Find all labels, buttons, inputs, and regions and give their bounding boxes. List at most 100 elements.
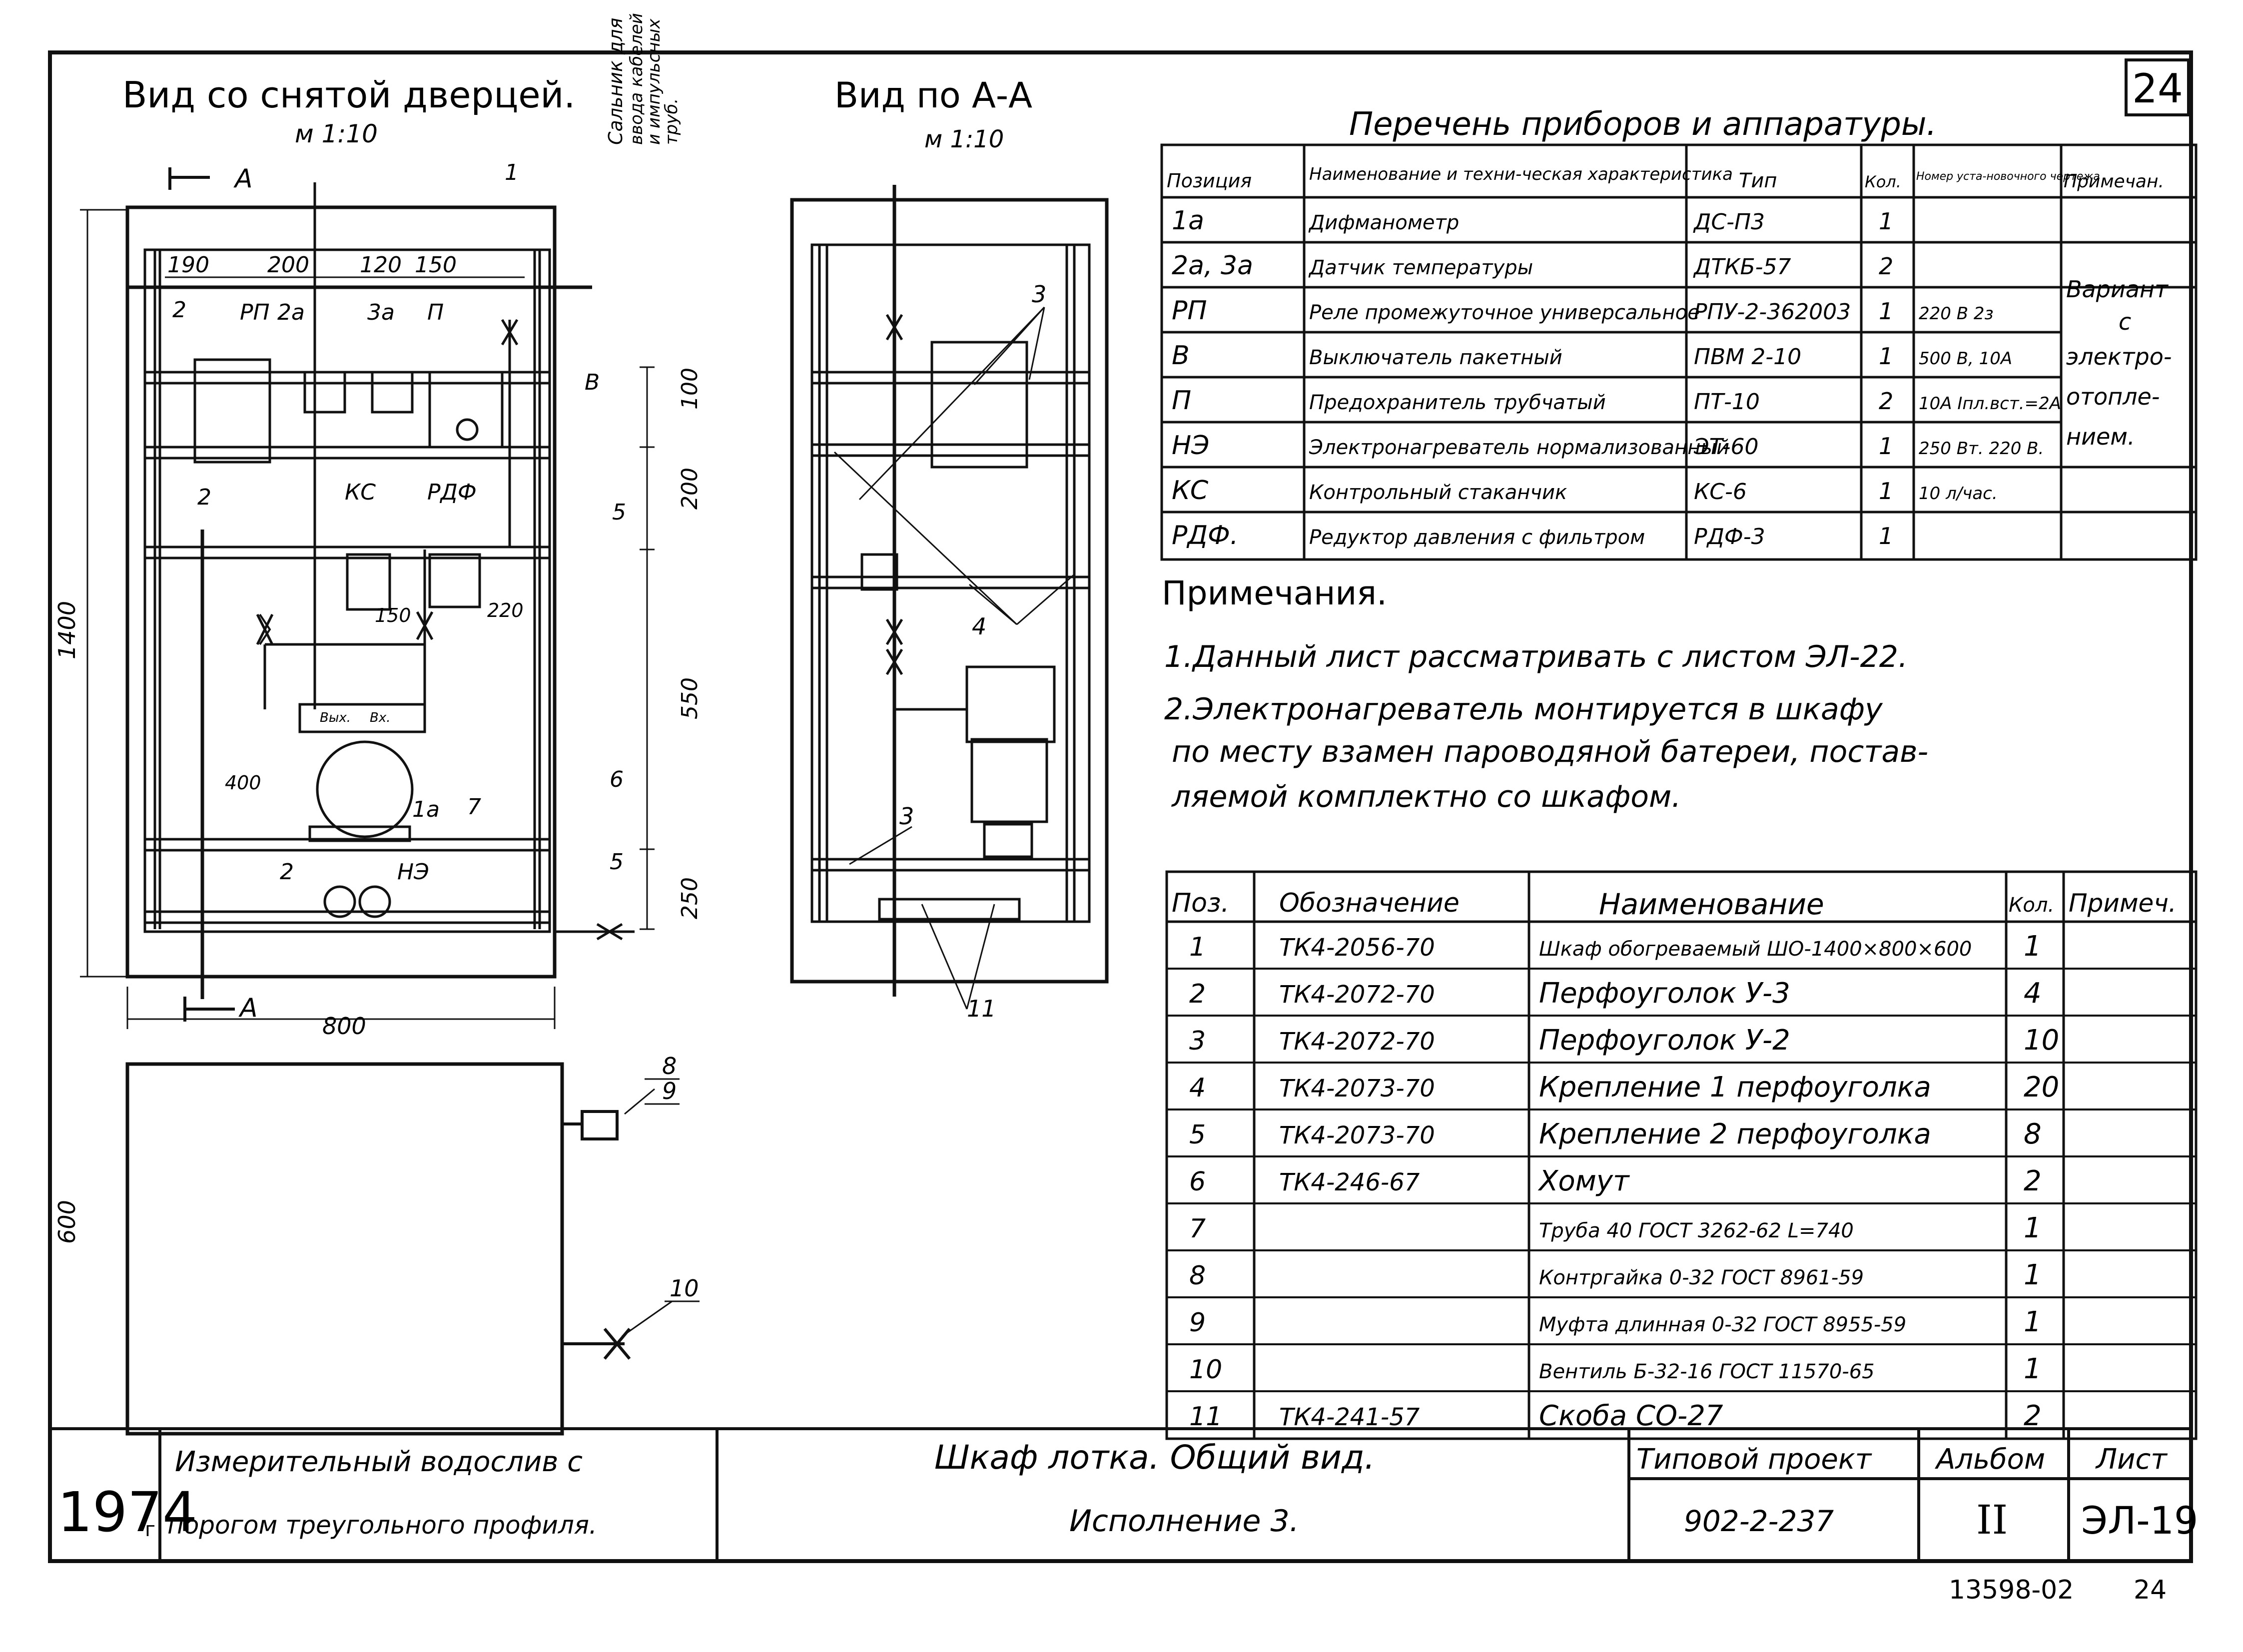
spec-cell-name: Труба 40 ГОСТ 3262-62 L=740	[1539, 1219, 1854, 1242]
main-view-title: Вид со снятой дверцей.	[122, 74, 575, 116]
spec-cell-code: ТК4-2073-70	[1279, 1121, 1435, 1149]
spec-h-pos: Поз.	[1172, 888, 1229, 918]
tb-year-suffix: г	[145, 1518, 155, 1541]
instr-cell-type: РДФ-3	[1694, 524, 1765, 550]
label-v: В	[585, 370, 600, 395]
spec-cell-pos: 5	[1189, 1120, 1206, 1150]
spec-cell-pos: 1	[1189, 932, 1206, 962]
door-label-9: 9	[662, 1078, 677, 1104]
spec-cell-pos: 11	[1189, 1402, 1222, 1432]
sensor-3a	[371, 371, 414, 414]
spec-cell-code: ТК4-2072-70	[1279, 981, 1435, 1009]
title-block: 1974 г Измерительный водослив с порогом …	[50, 1427, 2198, 1563]
instr-cell-type: ДТКБ-57	[1693, 254, 1791, 280]
label-vkh: Вх.	[370, 710, 391, 725]
spec-cell-name: Хомут	[1537, 1165, 1630, 1197]
instr-cell-pos: П	[1172, 386, 1191, 416]
instr-cell-pos: НЭ	[1172, 431, 1209, 461]
instr-cell-type: ПВМ 2-10	[1694, 344, 1801, 370]
instr-cell-type: ЭТ-60	[1693, 434, 1758, 460]
instr-cell-name: Контрольный стаканчик	[1309, 481, 1567, 504]
tb-drawing-title: Шкаф лотка. Общий вид.	[934, 1438, 1375, 1477]
instr-cell-type: РПУ-2-362003	[1694, 299, 1851, 325]
instr-cell-qty: 1	[1879, 433, 1893, 460]
reducer-rdf	[428, 553, 481, 608]
spec-cell-name: Контргайка 0-32 ГОСТ 8961-59	[1539, 1266, 1864, 1289]
shelf-upper-2	[143, 446, 551, 460]
spec-cell-code: ТК4-2056-70	[1279, 934, 1435, 962]
label-rp: РП	[240, 300, 270, 325]
tb-object-line2: порогом треугольного профиля.	[167, 1511, 597, 1540]
instr-cell-name: Датчик температуры	[1308, 256, 1533, 279]
instr-cell-qty: 2	[1879, 253, 1893, 280]
gland-note-2: ввода кабелей	[627, 13, 647, 145]
instr-cell-qty: 1	[1879, 343, 1893, 370]
spec-cell-code: ТК4-2072-70	[1279, 1028, 1435, 1056]
spec-h-code: Обозначение	[1279, 888, 1460, 918]
spec-cell-qty: 1	[2024, 1306, 2042, 1338]
door-label-10: 10	[670, 1275, 699, 1302]
spec-cell-name: Крепление 2 перфоуголка	[1539, 1118, 1931, 1150]
dim-overall-height: 1400	[53, 601, 80, 659]
main-view: Вид со снятой дверцей. м 1:10	[53, 13, 703, 1244]
section-label-11: 11	[967, 995, 996, 1022]
tb-execution: Исполнение 3.	[1069, 1504, 1299, 1539]
dim-top-120: 120	[360, 252, 402, 278]
instr-cell-draw: 220 В 2з	[1919, 304, 1994, 324]
spec-cell-pos: 7	[1189, 1214, 1206, 1244]
spec-cell-qty: 10	[2024, 1024, 2059, 1057]
instr-note-4: отопле-	[2066, 383, 2160, 410]
spec-cell-name: Шкаф обогреваемый ШО-1400×800×600	[1539, 938, 1972, 961]
spec-cell-code: ТК4-246-67	[1279, 1168, 1420, 1196]
instr-cell-qty: 1	[1879, 523, 1893, 550]
label-5-top: 5	[612, 500, 626, 525]
dim-top-200: 200	[267, 252, 309, 278]
section-mark-bottom: А	[238, 993, 258, 1023]
shelf-upper	[143, 371, 551, 385]
dim-v-200: 200	[677, 468, 703, 510]
sheet-number-top: 24	[2132, 65, 2183, 112]
spec-cell-qty: 8	[2024, 1118, 2042, 1150]
spec-cell-qty: 4	[2024, 977, 2042, 1010]
label-6: 6	[610, 767, 624, 792]
instr-cell-name: Электронагреватель нормализованный	[1309, 436, 1729, 459]
fuse-p	[428, 371, 504, 449]
spec-table: Поз. Обозначение Наименование Кол. Приме…	[1165, 870, 2198, 1440]
section-view-scale: м 1:10	[924, 125, 1004, 153]
label-2a: 2а	[277, 300, 305, 325]
sensor-2a	[303, 371, 346, 414]
gland-note-1: Сальник для	[605, 18, 627, 145]
spec-cell-pos: 2	[1189, 979, 1206, 1009]
door-fitting-8	[581, 1110, 619, 1140]
instr-cell-name: Предохранитель трубчатый	[1309, 391, 1606, 414]
note-line-3: по месту взамен пароводяной батереи, пос…	[1172, 734, 1928, 769]
label-vykh: Вых.	[320, 710, 351, 725]
spec-cell-qty: 2	[2024, 1165, 2042, 1197]
note-line-1: 1.Данный лист рассматривать с листом ЭЛ-…	[1164, 639, 1908, 674]
door-label-8: 8	[662, 1053, 677, 1080]
instr-h-draw: Номер уста-новочного чертежа	[1916, 170, 2100, 183]
instruments-title: Перечень приборов и аппаратуры.	[1349, 106, 1937, 143]
instr-cell-name: Реле промежуточное универсальное	[1309, 301, 1700, 324]
section-mark-top: А	[233, 164, 253, 194]
tb-sheet-number: ЭЛ-19	[2081, 1498, 2198, 1543]
tb-album-label: Альбом	[1935, 1443, 2045, 1476]
tb-object-line1: Измерительный водослив с	[175, 1446, 583, 1478]
dim-door-height: 600	[53, 1200, 80, 1244]
instr-cell-pos: 1а	[1172, 206, 1204, 236]
instr-cell-type: КС-6	[1694, 479, 1747, 505]
label-7: 7	[467, 794, 481, 820]
shelf-lower	[143, 838, 551, 852]
spec-cell-pos: 3	[1189, 1026, 1206, 1056]
label-2-bottom: 2	[280, 859, 294, 885]
sheet-number-box	[2125, 58, 2190, 116]
instr-note-2: с	[2119, 308, 2131, 335]
dim-width: 800	[322, 1013, 366, 1040]
spec-cell-name: Скоба СО-27	[1539, 1400, 1723, 1432]
dim-v-550: 550	[677, 677, 703, 719]
instr-note-1: Вариант	[2066, 276, 2169, 303]
spec-cell-qty: 2	[2024, 1400, 2042, 1432]
instr-cell-pos: В	[1172, 341, 1190, 371]
instr-cell-pos: РДФ.	[1172, 521, 1238, 551]
shelf-bottom	[143, 910, 551, 924]
